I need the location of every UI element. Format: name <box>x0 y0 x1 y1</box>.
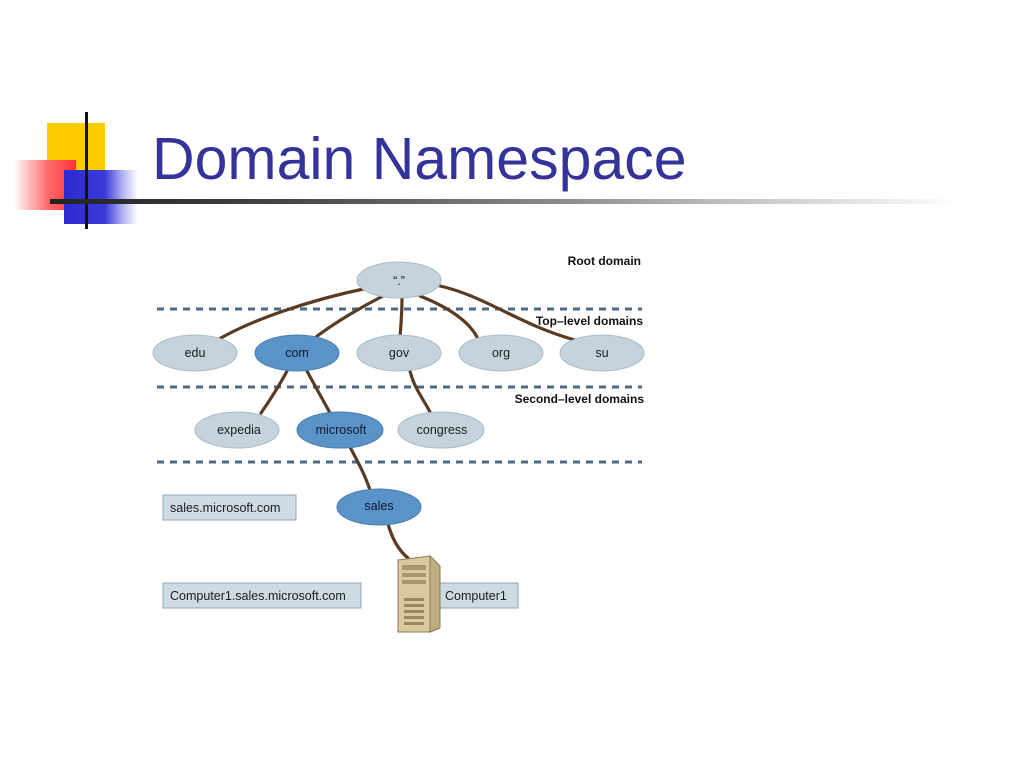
node-com-label: com <box>285 346 309 360</box>
decor-blue-square <box>64 170 138 224</box>
title-underline <box>50 199 960 204</box>
node-sales: sales <box>336 488 422 526</box>
edge-root-gov <box>398 296 404 339</box>
node-root-label: “.” <box>393 274 405 288</box>
edge-microsoft-sales <box>348 445 372 492</box>
node-com: com <box>254 334 340 372</box>
node-org-label: org <box>492 346 510 360</box>
decor-vertical-line <box>85 112 88 229</box>
node-sales-label: sales <box>364 499 393 513</box>
node-gov: gov <box>356 334 442 372</box>
box-computer-fqdn: Computer1.sales.microsoft.com <box>162 582 362 609</box>
node-congress: congress <box>397 411 485 449</box>
box-computer-fqdn-label: Computer1.sales.microsoft.com <box>170 589 346 603</box>
slide-title: Domain Namespace <box>152 126 687 192</box>
node-root: “.” <box>356 261 442 299</box>
node-congress-label: congress <box>417 423 468 437</box>
box-computer-name: Computer1 <box>437 582 519 609</box>
label-top-level-domains: Top–level domains <box>536 314 643 328</box>
node-microsoft: microsoft <box>296 411 384 449</box>
node-org: org <box>458 334 544 372</box>
node-edu-label: edu <box>185 346 206 360</box>
edge-root-su <box>438 284 577 342</box>
node-su: su <box>559 334 645 372</box>
box-sales-fqdn-label: sales.microsoft.com <box>170 501 280 515</box>
node-edu: edu <box>152 334 238 372</box>
node-expedia-label: expedia <box>217 423 261 437</box>
edge-gov-congress <box>408 369 432 414</box>
label-root-domain: Root domain <box>568 254 641 268</box>
node-microsoft-label: microsoft <box>316 423 367 437</box>
box-sales-fqdn: sales.microsoft.com <box>162 494 297 521</box>
node-su-label: su <box>595 346 608 360</box>
edge-root-org <box>418 294 480 341</box>
box-computer-name-label: Computer1 <box>445 589 507 603</box>
edge-com-microsoft <box>305 369 332 415</box>
edge-root-com <box>310 293 387 342</box>
edge-root-edu <box>212 286 370 344</box>
label-second-level-domains: Second–level domains <box>515 392 645 406</box>
node-gov-label: gov <box>389 346 410 360</box>
node-expedia: expedia <box>194 411 280 449</box>
edge-com-expedia <box>259 369 289 415</box>
edge-sales-computer <box>386 522 410 560</box>
computer-tower-icon <box>397 554 441 633</box>
